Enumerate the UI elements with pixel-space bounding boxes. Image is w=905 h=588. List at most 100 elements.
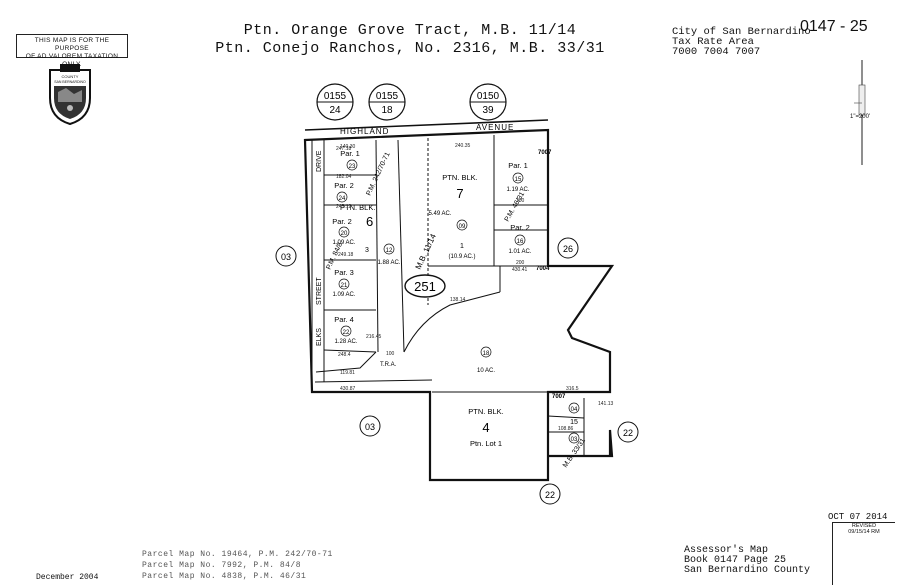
svg-text:26: 26 (563, 244, 573, 254)
parcel-12: 12 (386, 248, 393, 254)
notice-line-1: THIS MAP IS FOR THE PURPOSE (34, 37, 110, 52)
svg-text:18: 18 (381, 105, 393, 116)
street-elks: ELKS (316, 328, 323, 346)
map-code: 0147 - 25 (800, 18, 868, 35)
pm-46: P.M. 46/31 (504, 191, 527, 223)
parcel-acres: 1.01 AC. (508, 249, 531, 255)
assessor-line-3: San Bernardino County (684, 565, 811, 576)
block7-label: PTN. BLK. (442, 173, 477, 182)
dimension: 247.18 (336, 146, 352, 152)
parcel-number: 15 (515, 177, 522, 183)
parcel-label: Par. 3 (334, 268, 354, 277)
map-title-line-1: Ptn. Orange Grove Tract, M.B. 11/14 (243, 22, 577, 39)
svg-text:0150: 0150 (477, 91, 500, 102)
dimension: 200 (516, 260, 525, 266)
city-name: City of San Bernardino (672, 26, 811, 38)
parcel-03: 03 (571, 437, 578, 443)
tra-label: T.R.A. (380, 362, 397, 368)
parcel-map-ref: Parcel Map No. 7992, P.M. 84/8 (142, 561, 302, 570)
parcel-label: Par. 2 (334, 181, 354, 190)
svg-text:03: 03 (365, 422, 375, 432)
block7-lot: 1 (460, 243, 464, 250)
parcel-label: Par. 2 (332, 217, 352, 226)
street-avenue: AVENUE (476, 123, 514, 132)
block4-number: 4 (482, 420, 489, 435)
parcel-acres: 1.09 AC. (332, 240, 355, 246)
seal-name-text: SAN BERNARDINO (54, 80, 86, 84)
assessor-line-1: Assessor's Map (684, 545, 769, 556)
parcel-number: 24 (339, 196, 346, 202)
mb-11-14: M.B. 11/14 (414, 232, 438, 271)
dimension: 140.30 (340, 144, 356, 150)
revised-box: REVISED 09/15/14 RM (832, 522, 895, 585)
svg-text:22: 22 (623, 428, 633, 438)
dimension: 249.18 (338, 252, 354, 258)
assessor-line-2: Book 0147 Page 25 (684, 555, 787, 566)
dimension: 316.5 (566, 386, 579, 392)
block6-label: PTN. BLK. (340, 203, 375, 212)
dimension: 138.14 (450, 297, 466, 303)
dimension: 430.87 (340, 386, 356, 392)
dimension: 245.12 (336, 204, 352, 210)
dimension: 240.35 (455, 143, 471, 149)
block6-lot: 3 (365, 247, 369, 254)
revised-date: 09/15/14 RM (848, 529, 880, 535)
svg-text:22: 22 (545, 490, 555, 500)
street-drive: DRIVE (316, 150, 323, 172)
parcel-map-ref: Parcel Map No. 4838, P.M. 46/31 (142, 572, 307, 581)
map-title-line-2: Ptn. Conejo Ranchos, No. 2316, M.B. 33/3… (215, 40, 605, 57)
north-arrow-icon (854, 60, 866, 165)
parcel-number: 23 (349, 164, 356, 170)
parcel-04: 04 (571, 407, 578, 413)
dimension: 248.4 (338, 352, 351, 358)
tra-7004: 7004 (536, 266, 550, 272)
tax-rate-area-codes: 7000 7004 7007 (672, 46, 761, 58)
map-scale: 1"=200' (850, 114, 871, 120)
book-page-bubble: 0150 39 (469, 83, 507, 121)
block6-number: 6 (366, 214, 373, 229)
parcel-number: 20 (341, 231, 348, 237)
page-number-bubble (404, 274, 446, 298)
street-highland: HIGHLAND (340, 127, 389, 136)
adjacent-map-bubble: 22 (617, 421, 639, 443)
adjacent-map-bubble: 22 (539, 483, 561, 505)
svg-text:0155: 0155 (324, 91, 347, 102)
svg-text:0155: 0155 (376, 91, 399, 102)
parcel-18-acres: 10 AC. (477, 368, 495, 374)
book-page-bubble: 0155 18 (368, 83, 406, 121)
adjacent-map-bubble: 03 (275, 245, 297, 267)
parcel-label: Par. 2 (510, 223, 530, 232)
parcel-15-label: 15 (570, 419, 578, 426)
tax-rate-area-label: Tax Rate Area (672, 36, 754, 48)
dimension: 430.41 (512, 267, 528, 273)
svg-text:39: 39 (482, 105, 494, 116)
dimension: 216.45 (366, 334, 382, 340)
parcel-acres: 1.28 AC. (334, 339, 357, 345)
parcel-09: 09 (459, 224, 466, 230)
block4-label: PTN. BLK. (468, 407, 503, 416)
block7-number: 7 (456, 186, 463, 201)
dimension: 182.04 (336, 174, 352, 180)
tra-7007: 7007 (538, 150, 552, 156)
parcel-number: 16 (517, 239, 524, 245)
parcel-label: Par. 1 (340, 149, 360, 158)
county-seal-icon: COUNTY SAN BERNARDINO (49, 64, 91, 126)
dimension: 141.13 (598, 401, 614, 407)
seal-top-text: COUNTY (62, 74, 79, 79)
adjacent-map-bubble: 03 (359, 415, 381, 437)
pm-242: P.M. 242/70-71 (365, 151, 391, 197)
svg-text:03: 03 (281, 252, 291, 262)
dimension: 100 (386, 351, 395, 357)
revised-label: REVISED (851, 523, 877, 529)
parcel-acres: 1.19 AC. (506, 187, 529, 193)
block7-lot-acres: (10.9 AC.) (448, 254, 475, 260)
block7-acres: 5.49 AC. (428, 211, 451, 217)
date-footer: December 2004 (36, 573, 99, 582)
map-boundary (303, 128, 615, 482)
parcel-map-ref: Parcel Map No. 19464, P.M. 242/70-71 (142, 550, 333, 559)
dimension: 200 (516, 198, 525, 204)
block4-lot: Ptn. Lot 1 (470, 439, 502, 448)
received-stamp: OCT 07 2014 (828, 512, 888, 522)
parcel-number: 21 (341, 283, 348, 289)
parcel-number: 22 (343, 330, 350, 336)
